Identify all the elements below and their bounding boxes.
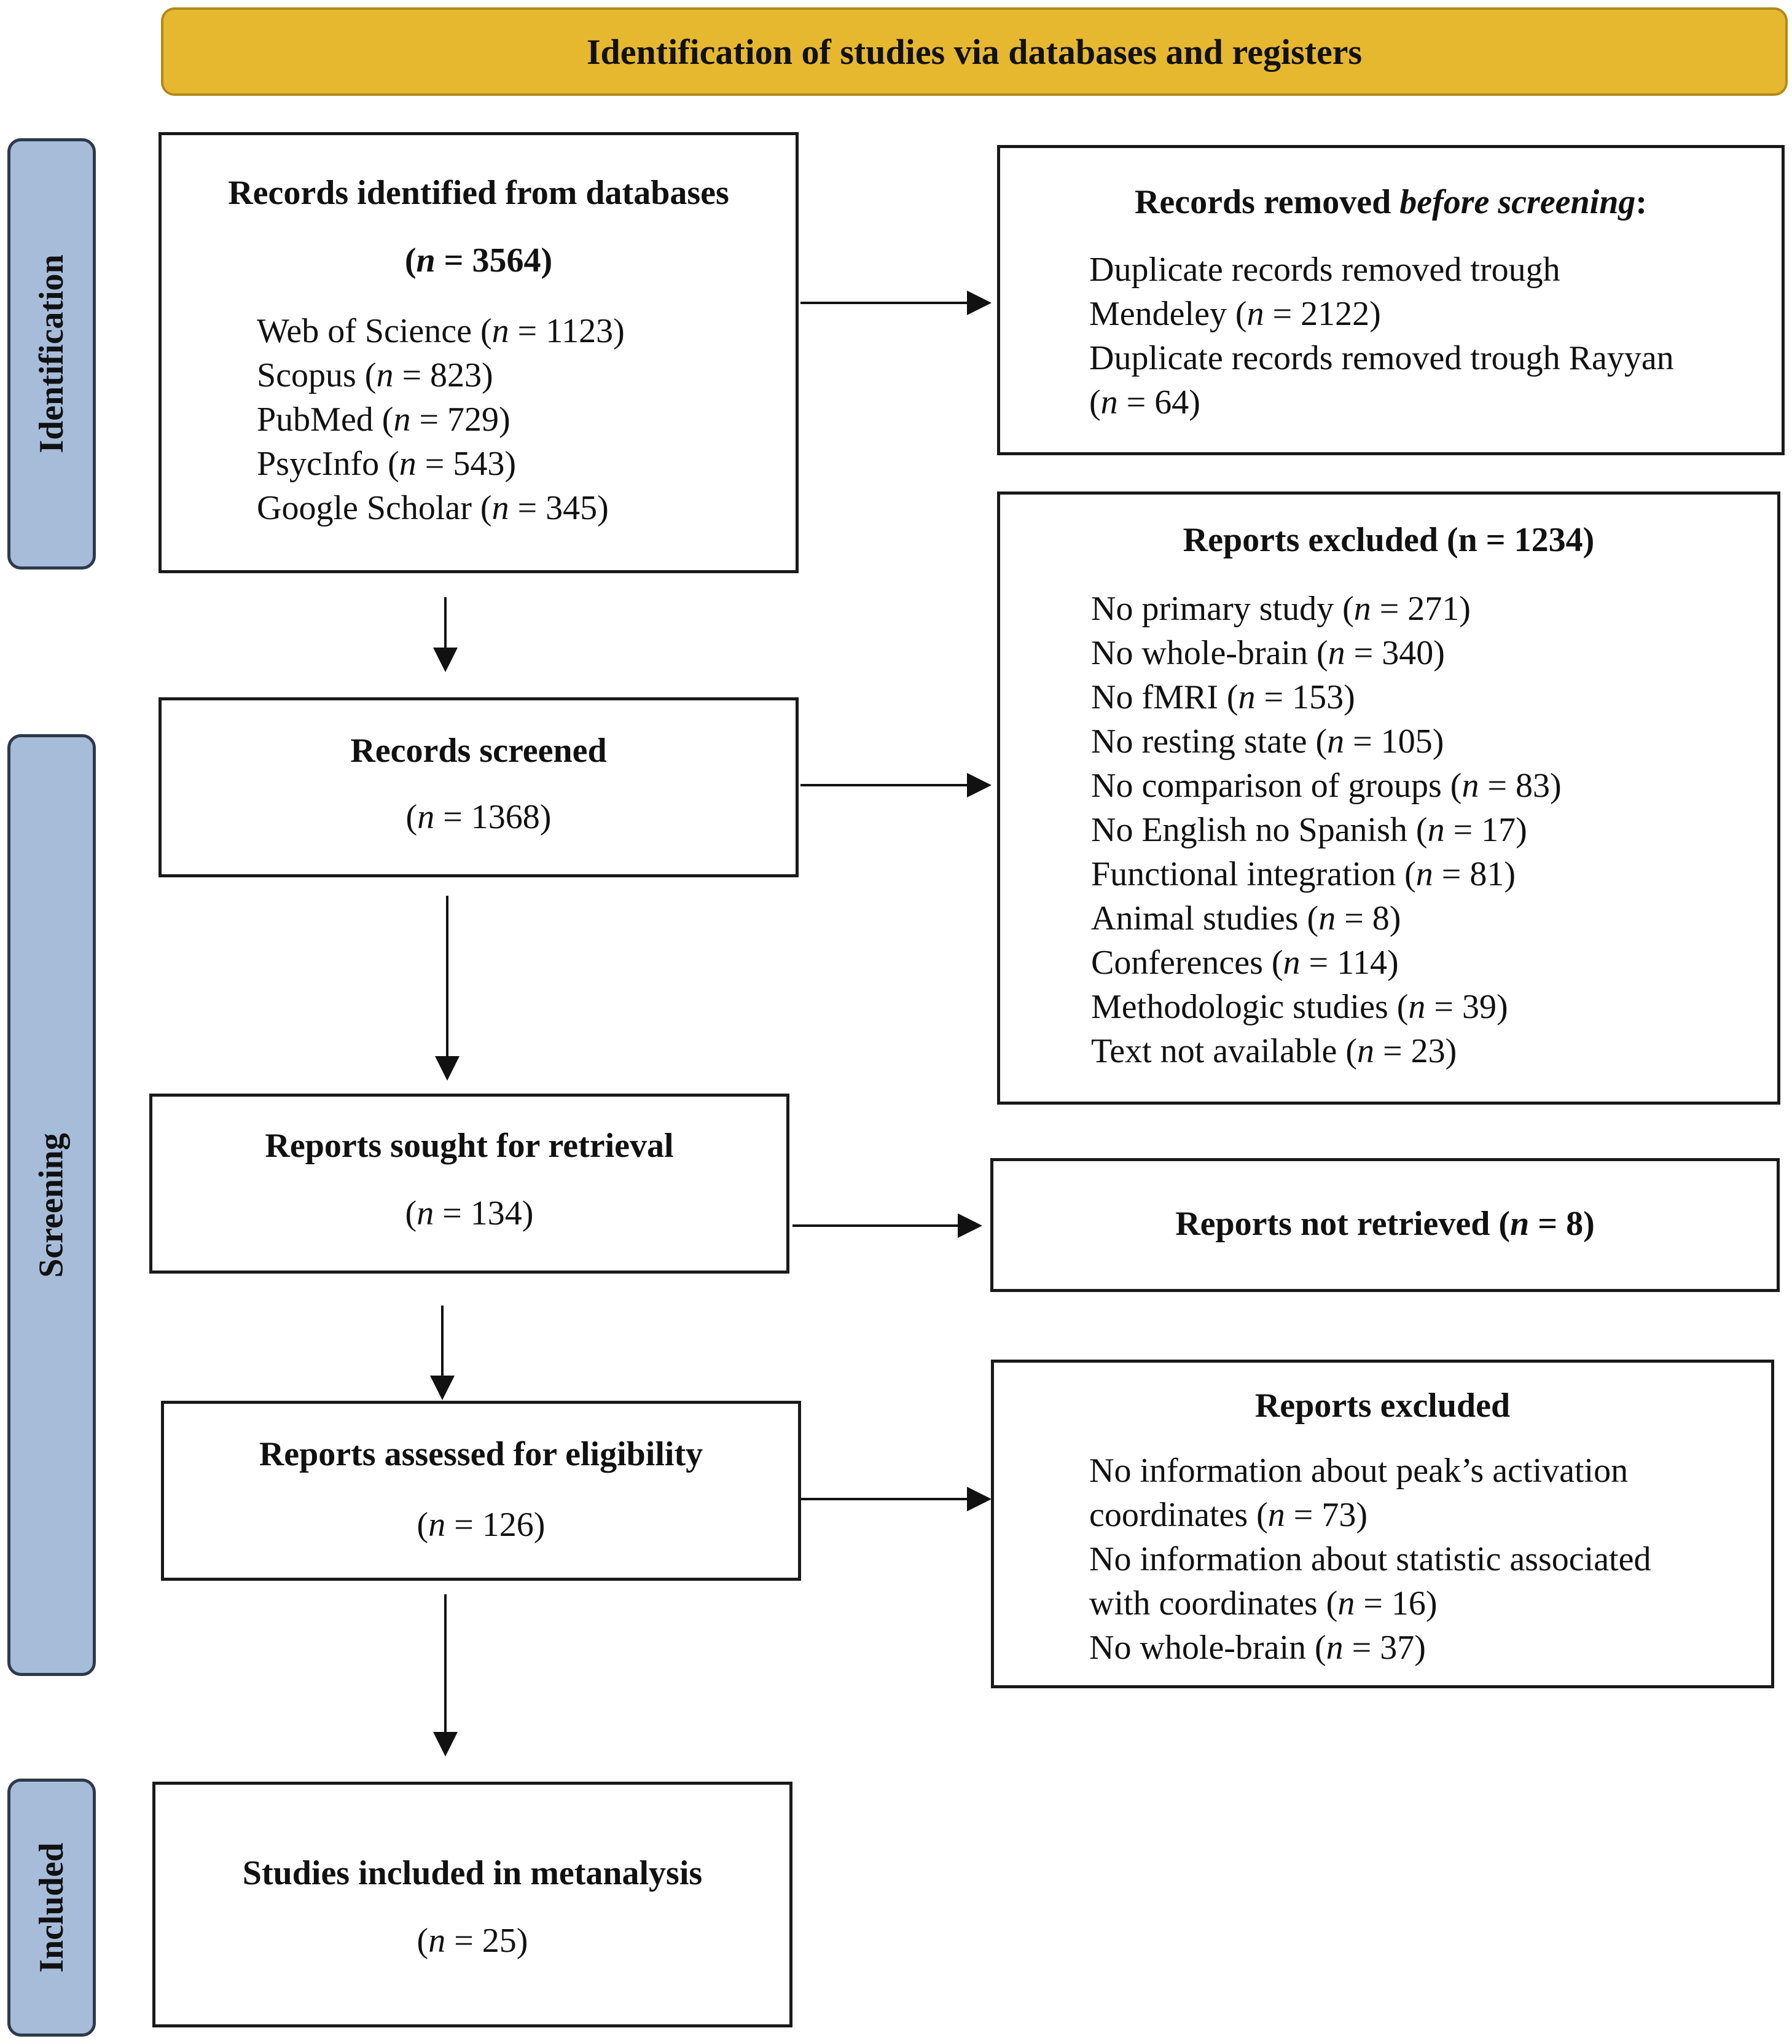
records-identified-title: Records identified from databases	[228, 174, 729, 212]
eligibility-exclusion-lines: No information about peak’s activation c…	[1089, 1449, 1651, 1670]
exclusion-reason: No comparison of groups (n = 83)	[1091, 767, 1562, 805]
records-removed-box: Records removed before screening: Duplic…	[997, 145, 1785, 455]
records-screened-title: Records screened	[350, 732, 607, 770]
eligibility-exclusion-line: No information about peak’s activation	[1089, 1452, 1629, 1490]
records-removed-lines: Duplicate records removed trough Mendele…	[1089, 248, 1674, 425]
records-screened-count: (n = 1368)	[405, 798, 552, 836]
records-identified-box: Records identified from databases (n = 3…	[158, 132, 799, 573]
exclusion-reason: Conferences (n = 114)	[1091, 944, 1399, 982]
exclusion-reason: No resting state (n = 105)	[1091, 722, 1444, 761]
phase-included-label: Included	[33, 1842, 71, 1973]
exclusion-reason: Animal studies (n = 8)	[1091, 899, 1401, 938]
source-line: Web of Science (n = 1123)	[257, 312, 625, 350]
eligibility-exclusion-line: No whole-brain (n = 37)	[1089, 1629, 1426, 1667]
reports-sought-title: Reports sought for retrieval	[265, 1127, 674, 1165]
source-line: Google Scholar (n = 345)	[257, 489, 609, 527]
reports-sought-box: Reports sought for retrieval (n = 134)	[149, 1094, 789, 1274]
studies-included-count: (n = 25)	[417, 1922, 528, 1960]
reports-excluded-eligibility-title: Reports excluded	[1254, 1387, 1511, 1425]
reports-assessed-box: Reports assessed for eligibility (n = 12…	[161, 1401, 801, 1581]
source-line: PubMed (n = 729)	[257, 401, 511, 439]
exclusion-reason: Functional integration (n = 81)	[1091, 855, 1516, 893]
phase-screening-label: Screening	[33, 1132, 71, 1278]
reports-excluded-eligibility-box: Reports excluded No information about pe…	[991, 1360, 1774, 1688]
exclusion-reason: No English no Spanish (n = 17)	[1091, 811, 1527, 849]
exclusion-reason: No fMRI (n = 153)	[1091, 678, 1355, 716]
source-line: Scopus (n = 823)	[257, 356, 493, 394]
exclusion-reason: Text not available (n = 23)	[1091, 1032, 1457, 1070]
studies-included-box: Studies included in metanalysis (n = 25)	[152, 1782, 792, 2027]
phase-identification: Identification	[7, 138, 96, 570]
reports-not-retrieved-box: Reports not retrieved (n = 8)	[990, 1158, 1780, 1292]
header-title: Identification of studies via databases …	[586, 31, 1363, 72]
records-identified-count: (n = 3564)	[404, 241, 553, 280]
eligibility-exclusion-line: with coordinates (n = 16)	[1089, 1584, 1438, 1623]
reports-excluded-box: Reports excluded (n = 1234) No primary s…	[997, 491, 1780, 1105]
exclusion-reason: Methodologic studies (n = 39)	[1091, 988, 1508, 1026]
removed-line: Mendeley (n = 2122)	[1089, 295, 1381, 333]
reports-assessed-count: (n = 126)	[417, 1506, 546, 1544]
records-identified-sources: Web of Science (n = 1123) Scopus (n = 82…	[257, 309, 625, 530]
reports-assessed-title: Reports assessed for eligibility	[259, 1435, 703, 1473]
exclusion-reason: No primary study (n = 271)	[1091, 590, 1471, 628]
studies-included-title: Studies included in metanalysis	[242, 1854, 703, 1892]
exclusion-reason: No whole-brain (n = 340)	[1091, 634, 1445, 672]
source-line: PsycInfo (n = 543)	[257, 445, 516, 483]
removed-line: (n = 64)	[1089, 383, 1200, 421]
reports-excluded-title: Reports excluded (n = 1234)	[1183, 521, 1595, 559]
reports-not-retrieved-title: Reports not retrieved (n = 8)	[1175, 1205, 1595, 1243]
phase-included: Included	[7, 1779, 96, 2037]
exclusion-reasons-list: No primary study (n = 271) No whole-brai…	[1091, 587, 1562, 1073]
reports-sought-count: (n = 134)	[405, 1194, 534, 1232]
eligibility-exclusion-line: No information about statistic associate…	[1089, 1540, 1651, 1578]
phase-screening: Screening	[7, 734, 96, 1676]
eligibility-exclusion-line: coordinates (n = 73)	[1089, 1496, 1368, 1534]
diagram-header: Identification of studies via databases …	[161, 7, 1788, 96]
removed-line: Duplicate records removed trough Rayyan	[1089, 339, 1674, 377]
records-screened-box: Records screened (n = 1368)	[158, 697, 799, 877]
records-removed-title: Records removed before screening:	[1134, 183, 1648, 221]
phase-identification-label: Identification	[33, 254, 71, 453]
removed-line: Duplicate records removed trough	[1089, 251, 1560, 289]
